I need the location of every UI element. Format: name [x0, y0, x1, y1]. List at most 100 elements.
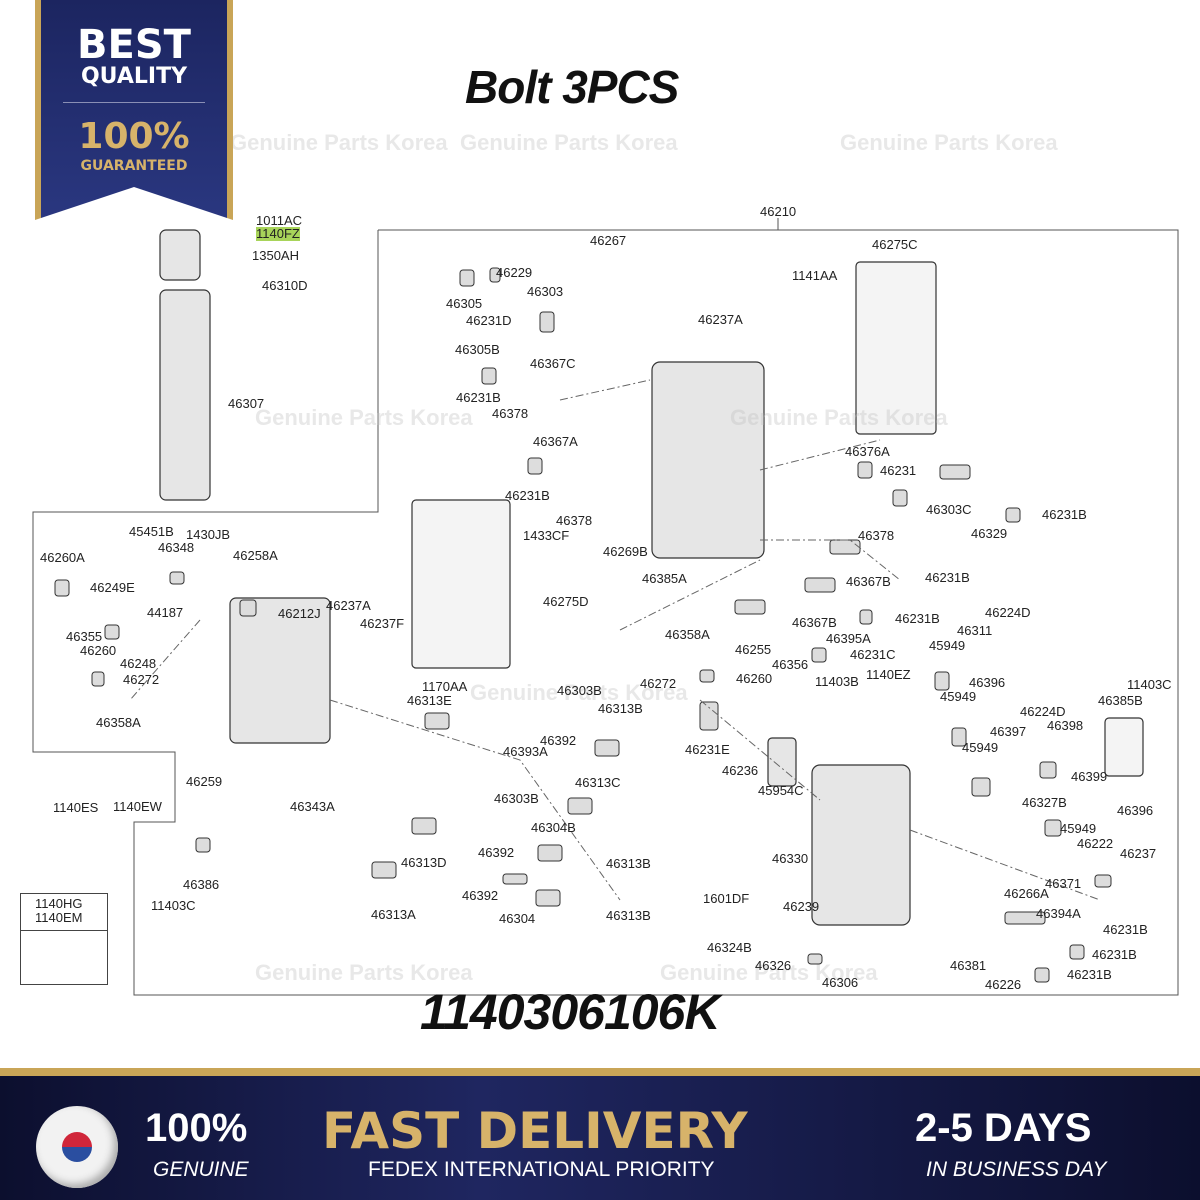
part-label: 45954C	[758, 783, 804, 798]
separator-plate-c	[855, 261, 937, 435]
valve-part	[1044, 819, 1062, 837]
part-label: 45949	[1060, 821, 1097, 836]
title: Bolt 3PCS	[465, 61, 679, 113]
part-label: 46396	[969, 675, 1006, 690]
part-label: 46249E	[90, 580, 135, 595]
part-label: 46303B	[557, 683, 602, 698]
part-label: 46378	[858, 528, 895, 543]
part-label: 46392	[462, 888, 499, 903]
part-label: 46260A	[40, 550, 85, 565]
part-label: 46226	[985, 977, 1022, 992]
part-label: 46267	[590, 233, 627, 248]
part-label: 46231B	[1042, 507, 1087, 522]
valve-part	[699, 669, 715, 683]
bracket-46385b	[1104, 717, 1144, 777]
valve-part	[195, 837, 211, 853]
part-label: 46275D	[543, 594, 589, 609]
part-label: 46275C	[872, 237, 918, 252]
part-label: 46397	[990, 724, 1027, 739]
valve-part	[857, 461, 873, 479]
part-label: 1140EW	[113, 799, 162, 814]
part-label: 46237A	[698, 312, 743, 327]
part-label: 1430JB	[186, 527, 231, 542]
part-label: 45949	[962, 740, 999, 755]
part-label: 46303C	[926, 502, 972, 517]
part-label: 46248	[120, 656, 157, 671]
best-quality-badge: BEST QUALITY 100% GUARANTEED	[35, 0, 233, 220]
valve-part	[951, 727, 967, 747]
part-label: 46212J	[278, 606, 321, 621]
badge-guaranteed: GUARANTEED	[80, 158, 188, 174]
valve-part	[829, 539, 861, 555]
part-label: 11403B	[815, 674, 859, 689]
valve-part	[91, 671, 105, 687]
valve-part	[1094, 874, 1112, 888]
part-label: 46313B	[606, 908, 651, 923]
watermark: Genuine Parts Korea	[840, 130, 1058, 155]
watermark: Genuine Parts Korea	[230, 130, 448, 155]
genuine-percent: 100%	[145, 1106, 248, 1150]
part-label: 46313E	[407, 693, 452, 708]
part-label: 46326	[755, 958, 792, 973]
part-label: 46222	[1077, 836, 1114, 851]
fast-delivery: FAST DELIVERY	[322, 1102, 748, 1160]
valve-part	[804, 577, 836, 593]
valve-part	[971, 777, 991, 797]
part-label: 46313C	[575, 775, 621, 790]
valve-part	[807, 953, 823, 965]
fedex-text: FEDEX INTERNATIONAL PRIORITY	[368, 1158, 715, 1181]
part-label: 46367C	[530, 356, 576, 371]
watermark: Genuine Parts Korea	[255, 960, 473, 985]
part-label: 46231B	[1103, 922, 1148, 937]
valve-part	[567, 797, 593, 815]
part-label: 46396	[1117, 803, 1154, 818]
part-label: 46358A	[96, 715, 141, 730]
part-label: 1140FZ	[256, 226, 300, 241]
part-label: 46304B	[531, 820, 576, 835]
accumulator-piston	[767, 737, 797, 787]
valve-part	[424, 712, 450, 730]
valve-part	[239, 599, 257, 617]
part-label: 46306	[822, 975, 859, 990]
valve-part	[811, 647, 827, 663]
part-label: 46329	[971, 526, 1008, 541]
business-day-text: IN BUSINESS DAY	[926, 1158, 1107, 1181]
part-label: 46231C	[850, 647, 896, 662]
valve-part	[1005, 507, 1021, 523]
part-label: 46231	[880, 463, 917, 478]
part-label: 1140EM	[35, 910, 83, 925]
part-label: 1170AA	[422, 679, 468, 694]
part-label: 46303B	[494, 791, 539, 806]
valve-body-upper	[651, 361, 765, 559]
part-label: 45949	[929, 638, 966, 653]
part-label: 1011AC	[256, 213, 303, 228]
part-label: 46239	[783, 899, 820, 914]
part-label: 46378	[556, 513, 593, 528]
part-label: 46385A	[642, 571, 687, 586]
part-label: 46303	[527, 284, 564, 299]
part-label: 46229	[496, 265, 533, 280]
part-label: 44187	[147, 605, 184, 620]
part-label: 46356	[772, 657, 809, 672]
valve-part	[481, 367, 497, 385]
part-label: 1350AH	[252, 248, 299, 263]
part-label: 46255	[735, 642, 772, 657]
valve-part	[537, 844, 563, 862]
part-label: 46307	[228, 396, 265, 411]
part-label: 46304	[499, 911, 536, 926]
part-label: 46393A	[503, 744, 548, 759]
valve-part	[459, 269, 475, 287]
days-text: 2-5 DAYS	[915, 1106, 1092, 1150]
part-label: 46305	[446, 296, 483, 311]
part-label: 46272	[640, 676, 677, 691]
part-label: 46324B	[707, 940, 752, 955]
valve-part	[1069, 944, 1085, 960]
separator-plate-d	[411, 499, 511, 669]
diagram-frame	[32, 229, 1179, 996]
part-label: 46237A	[326, 598, 371, 613]
part-label: 46313D	[401, 855, 447, 870]
part-label: 46310D	[262, 278, 308, 293]
valve-part	[104, 624, 120, 640]
delivery-banner: 100% GENUINE FAST DELIVERY FEDEX INTERNA…	[0, 1068, 1200, 1200]
part-label: 1140HG	[35, 896, 83, 911]
